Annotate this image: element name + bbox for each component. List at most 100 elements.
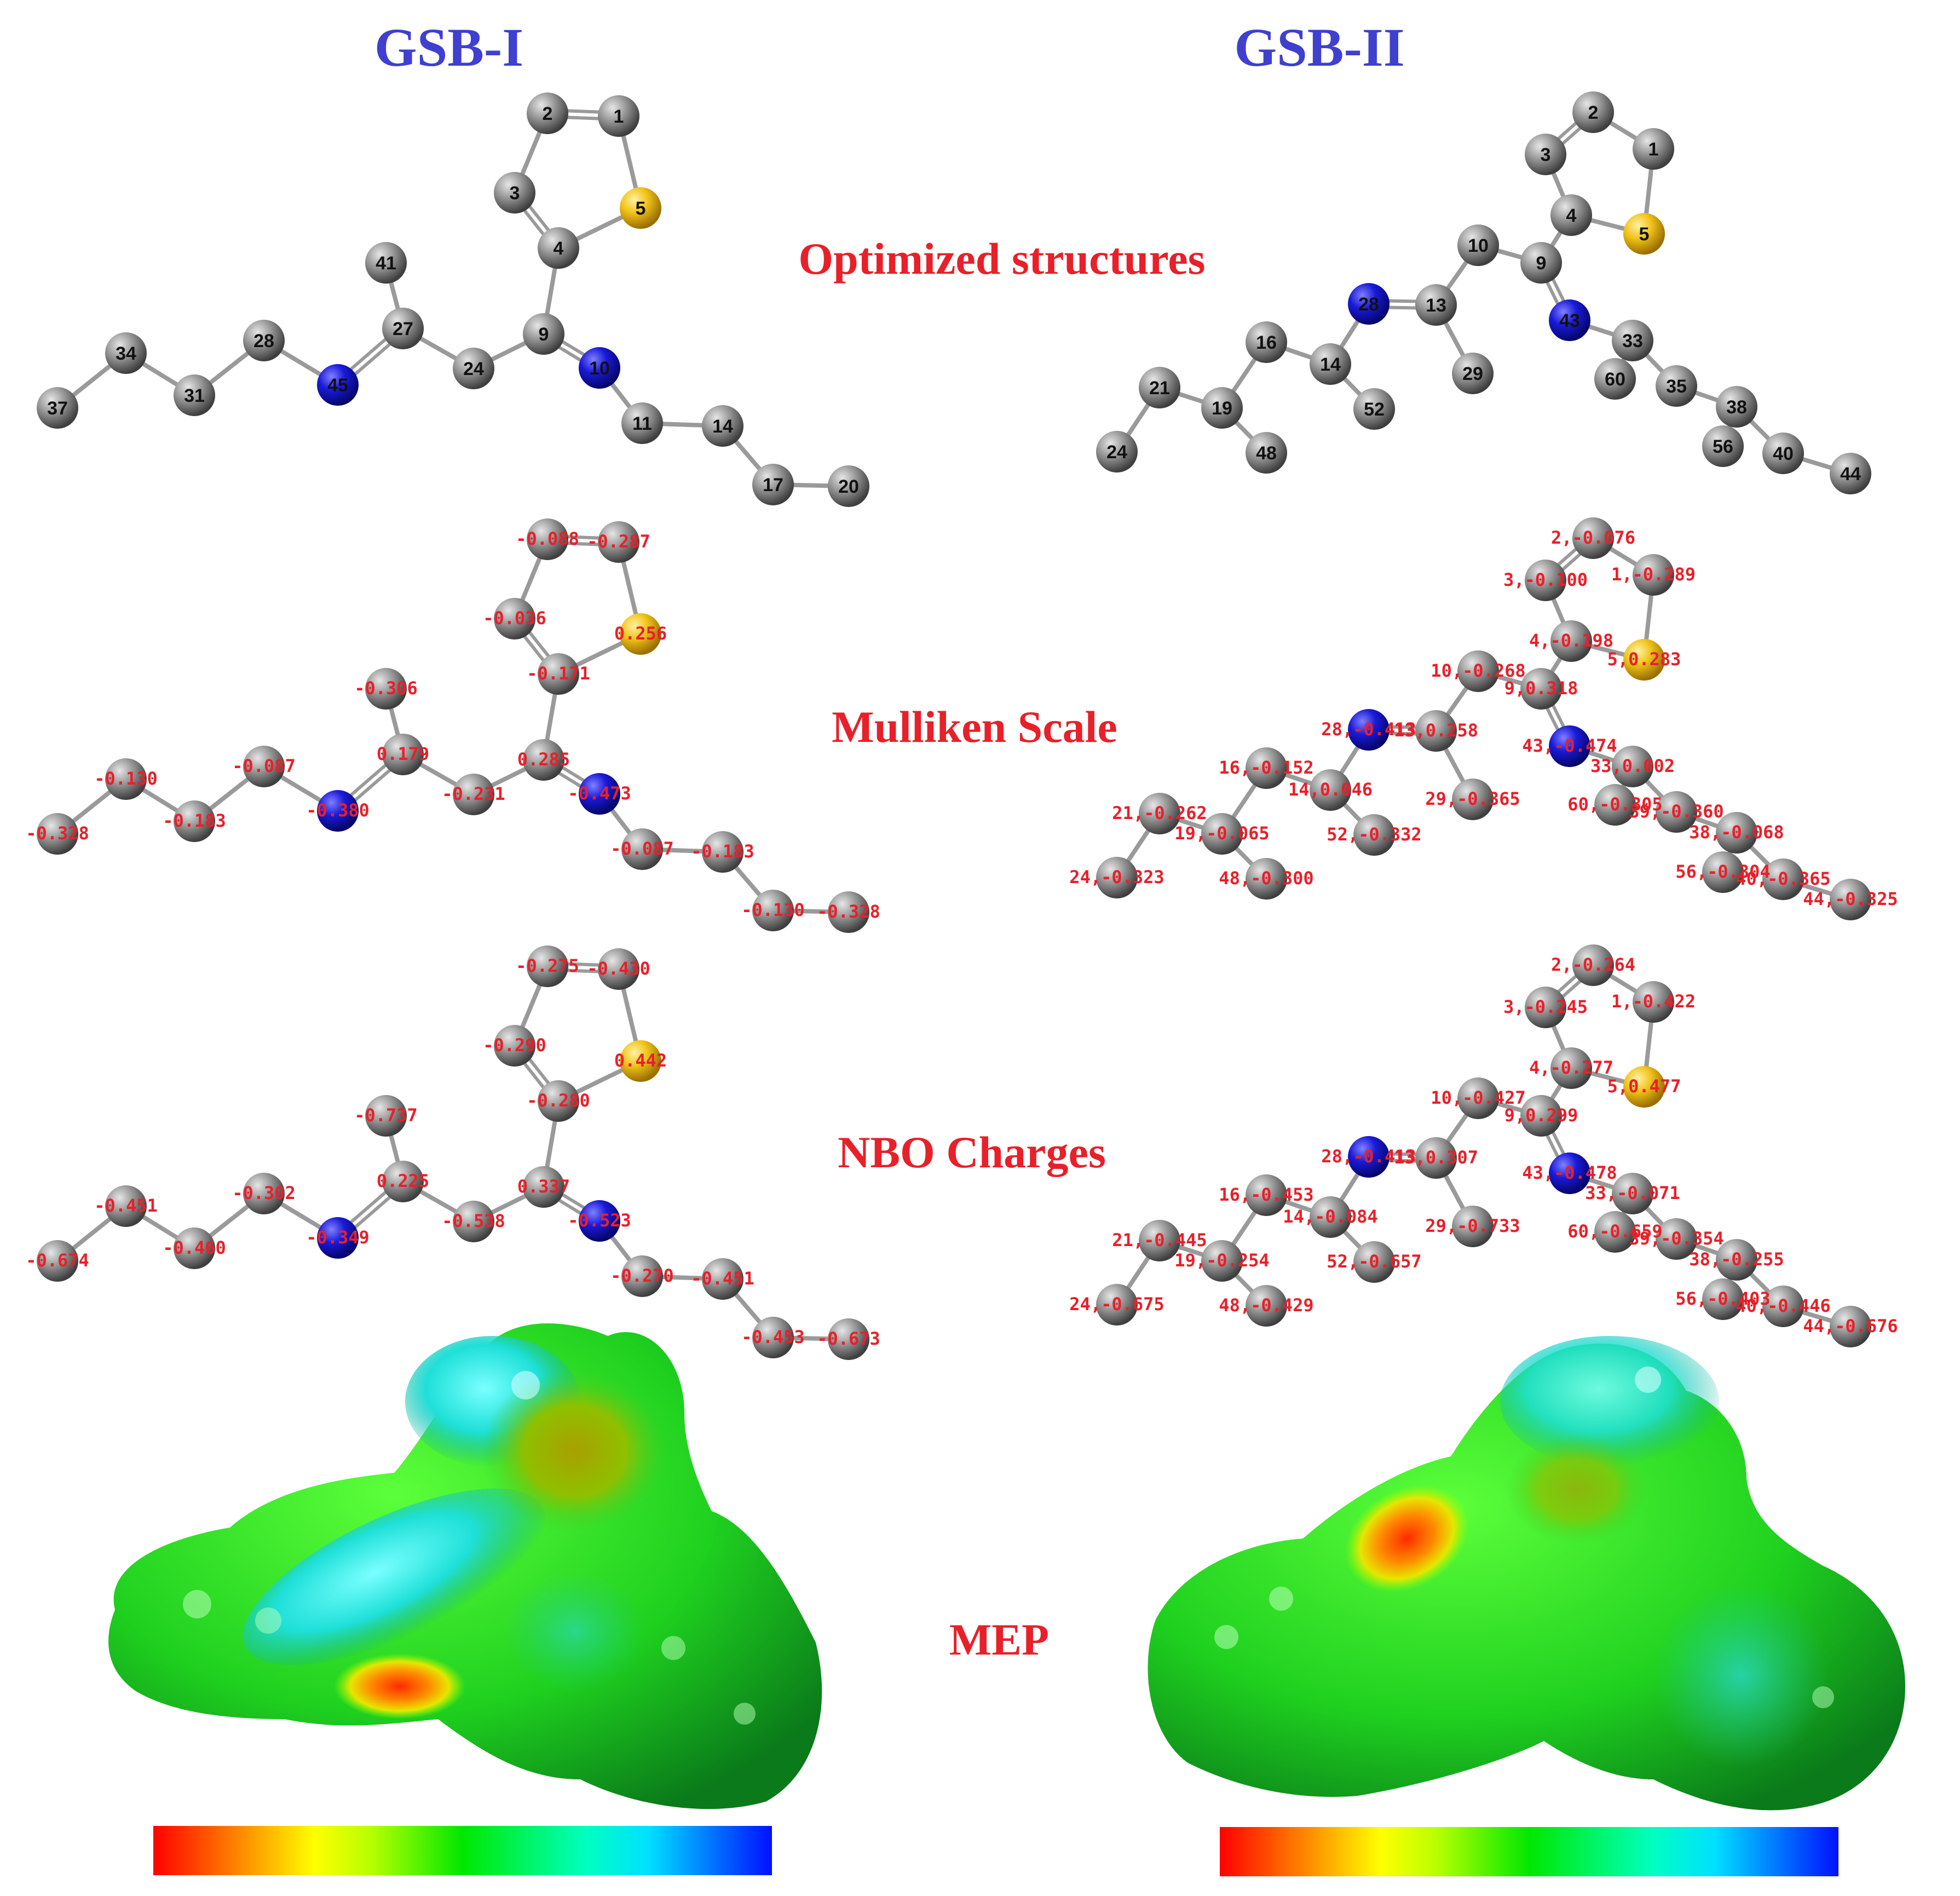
carbon-atom <box>1702 1278 1744 1320</box>
carbon-atom <box>1550 194 1592 236</box>
mulliken-charge-label: 56,-0.304 <box>1675 861 1770 882</box>
header-gsb1: GSB-I <box>374 17 523 78</box>
carbon-atom <box>1246 432 1287 474</box>
carbon-atom <box>1716 1239 1757 1281</box>
label-mulliken-scale: Mulliken Scale <box>832 702 1117 752</box>
carbon-atom <box>1830 453 1871 494</box>
carbon-atom <box>598 948 639 990</box>
mulliken-charge-label: -0.088 <box>516 528 579 549</box>
carbon-atom <box>523 1166 564 1208</box>
nbo-charge-label: -0.523 <box>568 1210 631 1231</box>
carbon-atom <box>1594 1211 1636 1253</box>
atom-number-label: 41 <box>376 253 396 274</box>
nbo-charge-label: -0.460 <box>163 1237 226 1258</box>
atom-number-label: 28 <box>1358 294 1379 315</box>
nbo-charge-label: -0.673 <box>817 1328 880 1349</box>
nbo-charge-label: 29,-0.733 <box>1425 1215 1520 1236</box>
mulliken-charge-label: -0.087 <box>232 756 296 776</box>
sulfur-atom <box>620 613 661 655</box>
atom-number-label: 5 <box>1639 224 1650 245</box>
nitrogen-atom <box>317 1217 359 1259</box>
atom-number-label: 2 <box>1588 102 1599 123</box>
nbo-charge-label: -0.349 <box>306 1227 370 1248</box>
carbon-atom <box>527 518 568 560</box>
carbon-atom <box>1457 224 1499 266</box>
carbon-atom <box>598 95 639 137</box>
mulliken-charge-label: 44,-0.325 <box>1803 889 1898 909</box>
carbon-atom <box>752 890 794 931</box>
carbon-atom <box>1716 812 1757 854</box>
carbon-atom <box>1452 779 1494 820</box>
mulliken-charge-label: 2,-0.076 <box>1551 527 1635 548</box>
nbo-charge-label: 60,-0.659 <box>1567 1221 1662 1242</box>
gsb2-mulliken-molecule: 2,-0.0761,-0.2893,-0.1004,-0.1985,0.2831… <box>1069 517 1898 920</box>
nbo-charge-label: 0.225 <box>377 1171 429 1191</box>
carbon-atom <box>1656 1218 1697 1260</box>
sulfur-atom <box>620 187 661 229</box>
carbon-atom <box>174 374 215 416</box>
carbon-atom <box>1550 1047 1592 1089</box>
carbon-atom <box>1572 944 1614 986</box>
nitrogen-atom <box>579 347 620 389</box>
carbon-atom <box>1656 791 1697 833</box>
carbon-atom <box>1572 517 1614 559</box>
atom-number-label: 43 <box>1559 310 1580 331</box>
label-mep: MEP <box>949 1615 1049 1664</box>
nbo-charge-label: 1,-0.422 <box>1611 991 1696 1012</box>
mulliken-charge-label: -0.171 <box>527 663 590 684</box>
carbon-atom <box>382 1161 424 1202</box>
nitrogen-atom <box>579 773 620 815</box>
mulliken-charge-label: 48,-0.300 <box>1219 868 1313 889</box>
carbon-atom <box>1246 858 1287 900</box>
carbon-atom <box>527 93 568 134</box>
carbon-atom <box>527 946 568 987</box>
atom-number-label: 9 <box>1536 253 1547 274</box>
carbon-atom <box>1612 1173 1653 1214</box>
nbo-charge-label: -0.451 <box>94 1195 158 1216</box>
nbo-charge-label: 28,-0.413 <box>1321 1146 1416 1167</box>
carbon-atom <box>1310 769 1351 811</box>
atom-number-label: 37 <box>47 398 68 419</box>
atom-number-label: 34 <box>116 343 136 364</box>
nbo-charge-label: 4,-0.277 <box>1529 1057 1613 1078</box>
gsb1-mulliken-molecule: -0.287-0.088-0.0360.256-0.171-0.3060.179… <box>26 518 880 933</box>
atom-number-label: 38 <box>1726 397 1747 418</box>
carbon-atom <box>1550 620 1592 662</box>
carbon-atom <box>1246 1285 1287 1327</box>
carbon-atom <box>752 464 794 505</box>
mulliken-charge-label: 60,-0.305 <box>1567 794 1662 815</box>
carbon-atom <box>1452 1206 1494 1247</box>
mulliken-charge-label: -0.328 <box>26 823 89 844</box>
gsb2-nbo-molecule: 2,-0.2641,-0.4223,-0.2454,-0.2775,0.4771… <box>1069 944 1898 1347</box>
carbon-atom <box>621 828 663 870</box>
mulliken-charge-label: 16,-0.152 <box>1219 757 1313 778</box>
atom-number-label: 13 <box>1426 295 1446 316</box>
carbon-atom <box>1572 91 1614 133</box>
nbo-charge-label: 3,-0.245 <box>1503 996 1588 1017</box>
atom-number-label: 56 <box>1713 436 1733 457</box>
carbon-atom <box>1525 560 1566 601</box>
mulliken-charge-label: 1,-0.289 <box>1611 564 1696 585</box>
atom-number-label: 11 <box>632 413 652 434</box>
carbon-atom <box>37 1240 78 1282</box>
atom-number-label: 17 <box>763 475 783 495</box>
nbo-charge-label: 48,-0.429 <box>1219 1295 1313 1316</box>
carbon-atom <box>1310 343 1351 385</box>
atom-number-label: 45 <box>327 375 348 396</box>
carbon-atom <box>621 1255 663 1297</box>
nbo-charge-label: -0.290 <box>483 1035 546 1056</box>
atom-number-label: 14 <box>712 416 733 437</box>
mulliken-charge-label: 0.179 <box>377 744 429 764</box>
atom-number-label: 1 <box>1648 139 1659 160</box>
carbon-atom <box>105 332 147 374</box>
carbon-atom <box>174 800 215 842</box>
nbo-charge-label: 10,-0.427 <box>1431 1087 1525 1108</box>
carbon-atom <box>1201 1240 1243 1282</box>
carbon-atom <box>1096 857 1138 898</box>
mulliken-charge-label: 14,0.046 <box>1288 779 1373 800</box>
header-gsb2: GSB-II <box>1234 17 1404 78</box>
atom-number-label: 40 <box>1773 443 1794 464</box>
mulliken-charge-label: 21,-0.262 <box>1112 803 1207 823</box>
carbon-atom <box>365 1095 407 1137</box>
